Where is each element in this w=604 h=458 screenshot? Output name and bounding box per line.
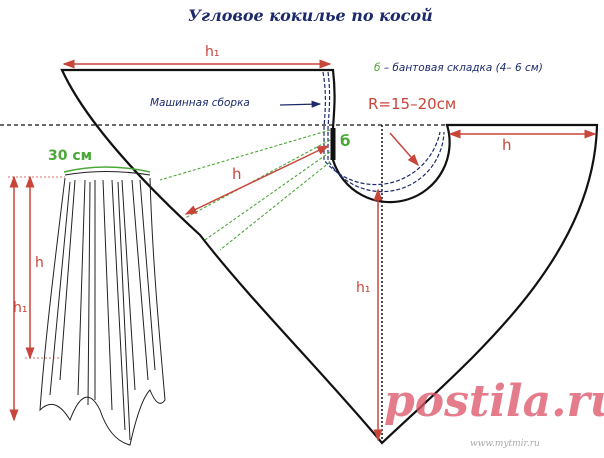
pleat-note-marker: б <box>374 62 381 74</box>
watermark-url: www.mytmir.ru <box>470 439 540 449</box>
radius-label: R=15–20см <box>368 95 457 113</box>
skirt-h1-label: h₁ <box>13 300 28 316</box>
skirt-illustration <box>39 171 166 446</box>
machine-gather-arrow <box>279 100 322 108</box>
h-diag-label: h <box>232 165 242 183</box>
skirt-h-label: h <box>35 255 44 271</box>
pleat-note-text: – бантовая складка (4– 6 см) <box>380 62 543 74</box>
h1-vertical-label: h₁ <box>356 280 371 296</box>
width-arrow <box>63 166 151 173</box>
machine-gather-label: Машинная сборка <box>150 97 250 109</box>
h-diag-arrow <box>184 145 330 215</box>
h1-top-label: h₁ <box>205 44 220 60</box>
gather-stitch-line <box>322 71 441 186</box>
radius-arrow <box>389 132 419 167</box>
pattern-outline <box>60 68 599 445</box>
watermark-logo: postila.ru <box>384 376 604 427</box>
gather-stitch-line-2 <box>327 71 445 193</box>
diagram-title: Угловое кокилье по косой <box>188 6 433 25</box>
pleat-note: б – бантовая складка (4– 6 см) <box>374 62 543 74</box>
pleat-label: б <box>340 132 351 150</box>
pleat-fold-lines <box>159 129 331 251</box>
width-label: 30 см <box>48 148 93 164</box>
h-right-label: h <box>502 136 512 154</box>
